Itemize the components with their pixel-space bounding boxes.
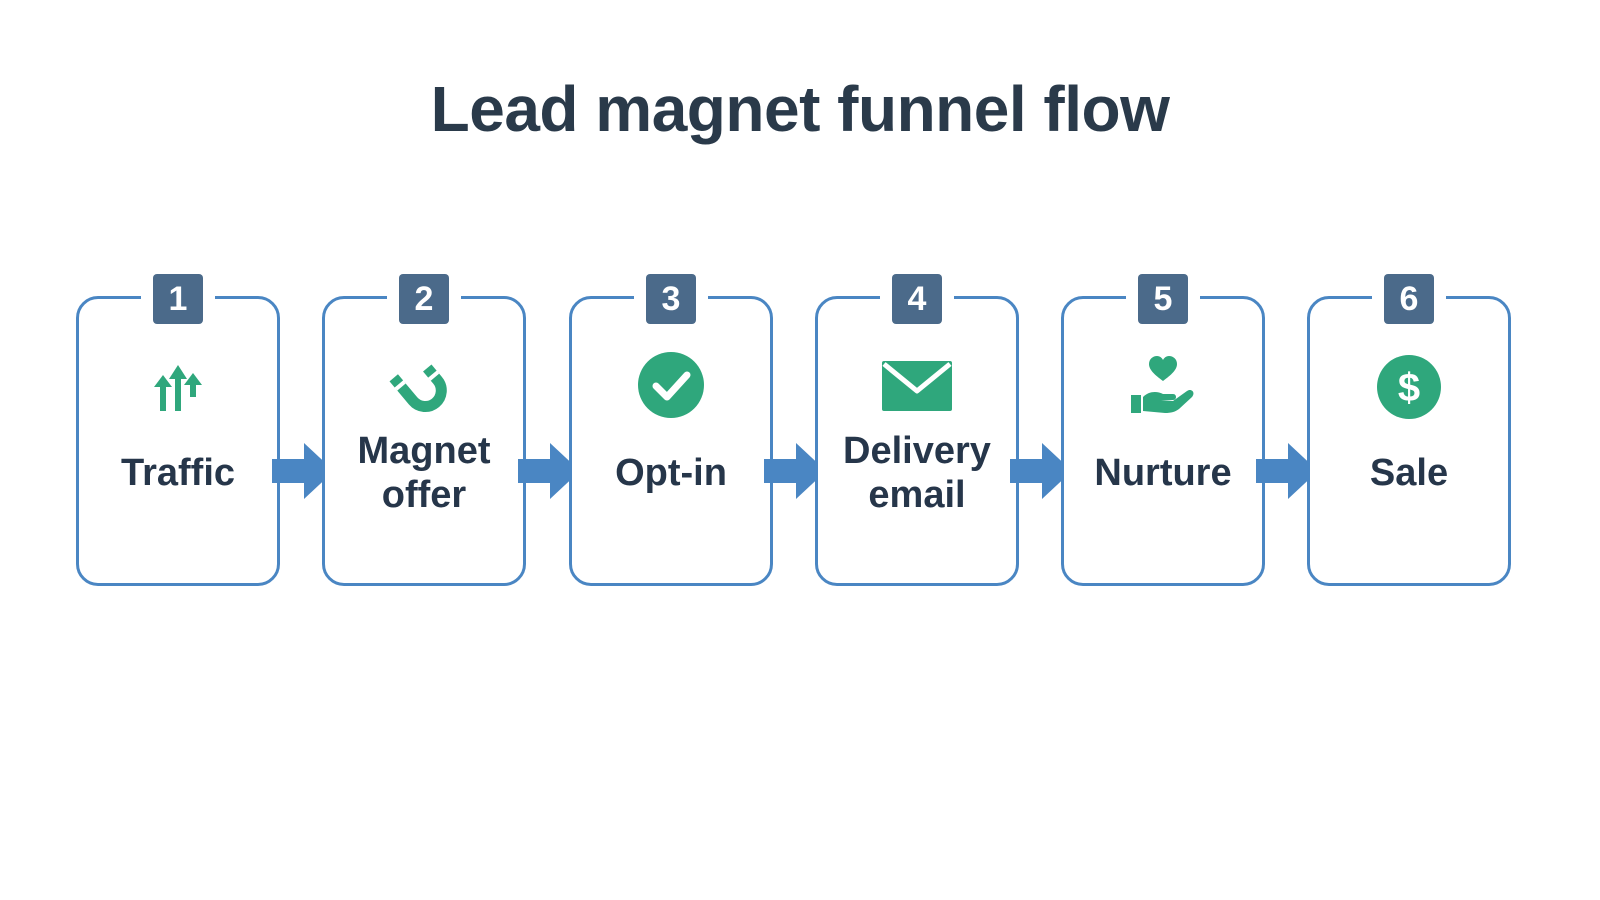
flow-arrow-icon <box>272 441 336 501</box>
step-nurture: 5 Nurture <box>1061 274 1265 586</box>
step-label: Traffic <box>120 452 236 494</box>
flow-arrow-icon <box>764 441 828 501</box>
flow-arrow-icon <box>1256 441 1320 501</box>
hand-heart-icon <box>1125 351 1201 427</box>
step-number-badge: 6 <box>1384 274 1434 324</box>
step-traffic: 1 Traffic <box>76 274 280 586</box>
flow-arrow-icon <box>1010 441 1074 501</box>
traffic-arrows-icon <box>140 351 216 427</box>
step-opt-in: 3 Opt-in <box>569 274 773 586</box>
dollar-circle-icon: $ <box>1371 351 1447 427</box>
step-number-badge: 1 <box>153 274 203 324</box>
envelope-icon <box>879 351 955 427</box>
page-title: Lead magnet funnel flow <box>430 73 1170 145</box>
step-label: Delivery email <box>843 430 991 516</box>
step-number-badge: 3 <box>646 274 696 324</box>
step-number-badge: 5 <box>1138 274 1188 324</box>
step-number-badge: 4 <box>892 274 942 324</box>
step-label: Magnet offer <box>357 430 491 516</box>
flow-arrow-icon <box>518 441 582 501</box>
step-label: Nurture <box>1094 452 1232 494</box>
svg-text:$: $ <box>1398 366 1420 410</box>
step-sale: 6 $ Sale <box>1307 274 1511 586</box>
step-number-badge: 2 <box>399 274 449 324</box>
magnet-icon <box>386 351 462 427</box>
step-label: Opt-in <box>615 452 727 494</box>
step-label: Sale <box>1369 452 1449 494</box>
step-delivery-email: 4 Delivery email <box>815 274 1019 586</box>
step-magnet-offer: 2 Magnet offer <box>322 274 526 586</box>
check-circle-icon <box>633 351 709 427</box>
